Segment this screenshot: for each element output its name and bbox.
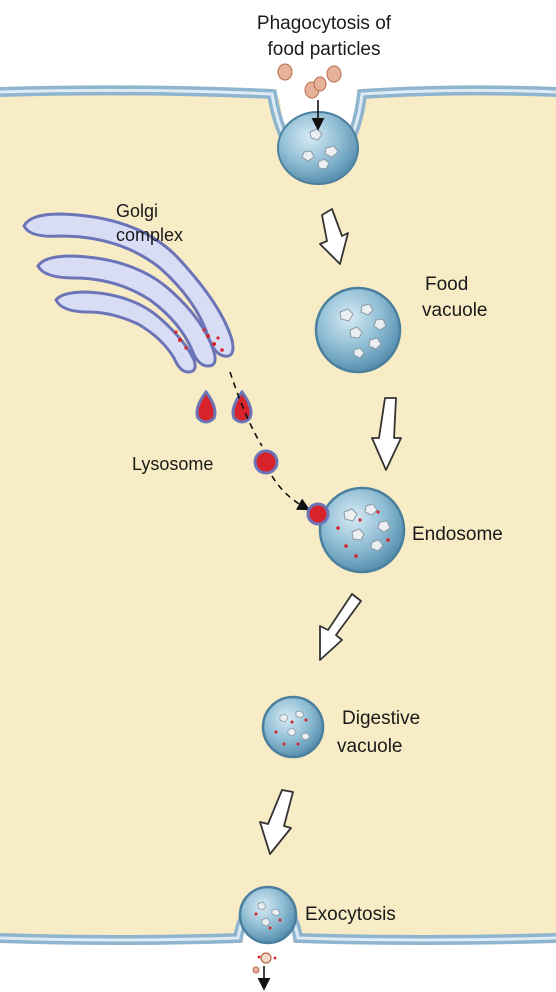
phagocytosis-label-line1: Phagocytosis of xyxy=(257,13,392,34)
lysosome xyxy=(255,451,277,473)
exocytosis-label: Exocytosis xyxy=(305,904,396,925)
golgi-label-line2: complex xyxy=(116,225,183,245)
phagocytosis-label-line2: food particles xyxy=(267,39,380,60)
golgi-label-line1: Golgi xyxy=(116,201,158,221)
digestive-vacuole xyxy=(263,697,323,757)
incoming-food-particles xyxy=(278,64,341,98)
expelled-residue xyxy=(253,953,276,986)
digestive-vacuole-label-line1: Digestive xyxy=(342,708,420,729)
food-vacuole-label-line2: vacuole xyxy=(422,300,488,321)
digestive-vacuole-label-line2: vacuole xyxy=(337,736,403,757)
lysosome-label: Lysosome xyxy=(132,454,213,474)
fusing-lysosome xyxy=(308,504,328,524)
food-vacuole-label-line1: Food xyxy=(425,274,468,295)
endosome-label: Endosome xyxy=(412,524,503,545)
exocytosis-vesicle xyxy=(240,887,296,943)
endosome xyxy=(320,488,404,572)
